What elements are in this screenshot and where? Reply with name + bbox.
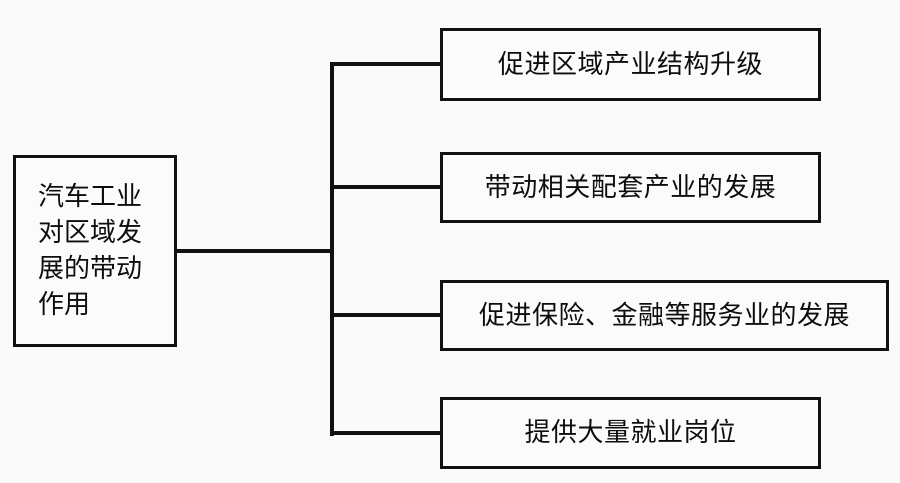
branch-node-2[interactable]: 带动相关配套产业的发展 (440, 152, 821, 223)
branch-node-4-label: 提供大量就业岗位 (524, 418, 737, 448)
branch-node-2-label: 带动相关配套产业的发展 (484, 172, 777, 203)
connector-branch-1 (330, 62, 442, 66)
branch-node-3-label: 促进保险、金融等服务业的发展 (478, 300, 850, 331)
connector-root-to-trunk (177, 249, 334, 253)
branch-node-3[interactable]: 促进保险、金融等服务业的发展 (440, 280, 889, 351)
root-node-label: 汽车工业 对区域发 展的带动 作用 (38, 182, 143, 320)
branch-node-1[interactable]: 促进区域产业结构升级 (440, 28, 821, 101)
branch-node-1-label: 促进区域产业结构升级 (497, 49, 763, 80)
connector-branch-3 (330, 313, 442, 317)
connector-branch-2 (330, 185, 442, 189)
connector-branch-4 (330, 431, 442, 435)
root-node[interactable]: 汽车工业 对区域发 展的带动 作用 (13, 155, 177, 347)
branch-node-4[interactable]: 提供大量就业岗位 (440, 397, 821, 469)
connector-vertical-trunk (330, 64, 334, 436)
